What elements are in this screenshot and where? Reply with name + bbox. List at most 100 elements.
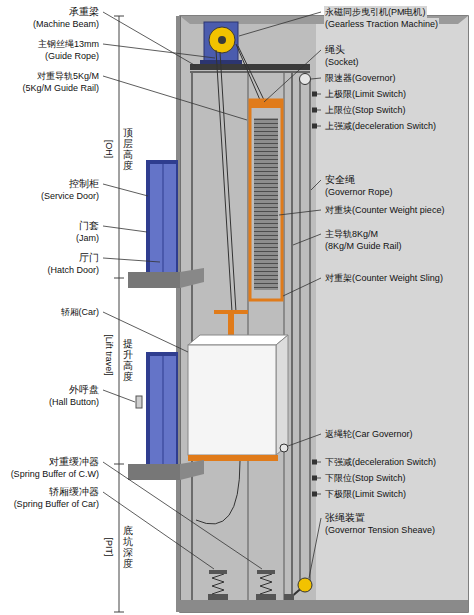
switch (312, 492, 317, 497)
car-top (188, 335, 288, 345)
leader-line (311, 78, 321, 79)
part-label: 控制柜 (68, 178, 100, 190)
part-label: 厅门 (78, 252, 100, 264)
shaft-edge (176, 16, 180, 612)
leader-line (317, 478, 321, 479)
leader-line (103, 226, 147, 232)
leader-line (317, 110, 321, 111)
switch (312, 92, 317, 97)
leader-line (311, 180, 321, 190)
part-label: (Spring Buffer of Car) (13, 498, 100, 510)
dimension-tick (114, 16, 124, 17)
leader-line (264, 50, 321, 102)
part-label: 张绳装置 (324, 512, 366, 524)
switch (312, 108, 317, 113)
part-label: (5Kg/M Guide Rail) (21, 82, 100, 94)
part-label: (Socket) (324, 56, 360, 68)
dimension-label: 顶层高度 (123, 127, 133, 171)
part-label: 上极限(Limit Switch) (324, 88, 407, 100)
governor (300, 74, 311, 85)
dimension-label: [OH] (103, 139, 115, 160)
dimension-line (119, 16, 120, 612)
dimension-tick (114, 612, 124, 613)
car-sheave (280, 444, 288, 452)
governor-rope (310, 79, 311, 582)
hoist-rope (216, 50, 232, 312)
hatch-door (150, 356, 176, 464)
shaft-wall (180, 16, 468, 612)
part-label: 对重块(Counter Weight piece) (324, 204, 445, 216)
side-wall (316, 16, 468, 612)
part-label: 对重缓冲器 (48, 456, 100, 468)
car-side (276, 335, 288, 455)
part-label: (Guide Rope) (44, 50, 100, 62)
counterweight-sling (250, 100, 282, 300)
part-label: 外呼盘 (68, 384, 100, 396)
pit-floor (180, 600, 468, 612)
landing-slab (128, 464, 180, 480)
switch (312, 476, 317, 481)
switch (312, 124, 317, 129)
part-label: 对重架(Counter Weight Sling) (324, 272, 444, 284)
part-label: 绳头 (324, 44, 346, 56)
dimension-label: 提升高度 (123, 338, 133, 382)
leader-line (103, 492, 214, 569)
traction-machine (204, 22, 238, 62)
leader-line (288, 434, 321, 446)
part-label: (8Kg/M Guide Rail) (324, 240, 403, 252)
leader-line (317, 462, 321, 463)
buffer-cap (257, 570, 275, 574)
part-label: 限速器(Governor) (324, 72, 397, 84)
counterweight-pieces (254, 118, 278, 290)
part-label: 承重梁 (68, 6, 100, 18)
part-label: 对重导轨5Kg/M (36, 70, 100, 82)
guide-rail (191, 72, 193, 600)
part-label: 下强减(deceleration Switch) (324, 456, 437, 468)
car-sling (228, 312, 234, 336)
leader-line (103, 258, 160, 262)
part-label: 上强减(deceleration Switch) (324, 120, 437, 132)
door-jam (146, 160, 178, 272)
leader-line (103, 184, 148, 196)
part-label: 永磁同步曳引机(PM电机) (324, 6, 427, 18)
part-label: 轿厢(Car) (60, 306, 101, 318)
door-split (163, 164, 164, 272)
part-label: 下限位(Stop Switch) (324, 472, 407, 484)
leader-line (317, 126, 321, 127)
dimension-tick (114, 464, 124, 465)
leader-line (309, 518, 321, 578)
buffer-base (256, 594, 276, 600)
part-label: (Spring Buffer of C.W) (10, 468, 100, 480)
leader-line (103, 390, 135, 402)
part-label: (Jam) (75, 232, 100, 244)
door-split (163, 356, 164, 464)
part-label: 主导轨8Kg/M (324, 228, 379, 240)
landing-slab (128, 272, 180, 288)
buffer-spring (260, 574, 272, 594)
switch (312, 460, 317, 465)
landing-sill (180, 268, 204, 288)
leader-line (103, 12, 196, 66)
hall-button (136, 396, 142, 408)
leader-line (103, 76, 247, 120)
part-label: 主钢丝绳13mm (37, 38, 100, 50)
part-label: (Hall Button) (48, 396, 100, 408)
landing-sill (180, 460, 204, 480)
part-label: 轿厢缓冲器 (48, 486, 100, 498)
dimension-tick (114, 278, 124, 279)
part-label: 返绳轮(Car Governor) (324, 428, 414, 440)
leader-line (103, 462, 262, 569)
part-label: (Gearless Traction Machine) (324, 18, 439, 30)
dimension-label: [Lift travel] (103, 333, 115, 377)
buffer-base (208, 594, 228, 600)
leader-line (283, 278, 321, 296)
sheave-hub (218, 36, 226, 44)
hoist-rope (238, 46, 264, 100)
hoist-rope (220, 52, 236, 312)
guide-rail (291, 72, 293, 600)
dimension-label: [PIT] (103, 536, 115, 557)
dimension-label: 底坑深度 (123, 525, 133, 569)
traction-sheave (209, 27, 235, 53)
leader-line (317, 494, 321, 495)
